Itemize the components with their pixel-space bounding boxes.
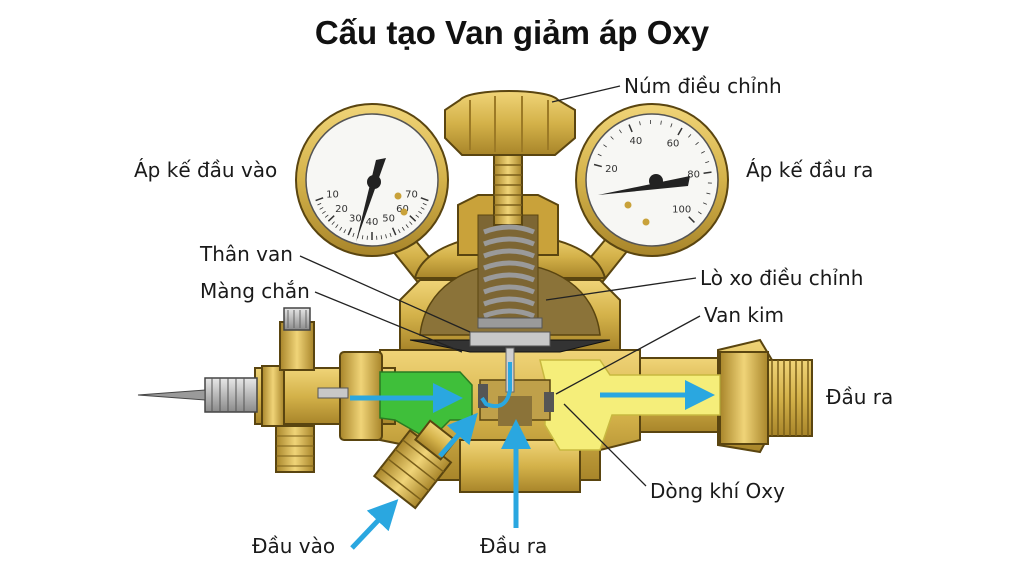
inlet-gauge-tick-label: 30: [349, 214, 362, 225]
outlet-gauge-tick-mark: [688, 216, 695, 223]
inlet-gauge-tick-mark: [343, 229, 347, 234]
inlet-gauge-tick-mark: [405, 224, 409, 228]
label-adjust-spring: Lò xo điều chỉnh: [700, 266, 864, 290]
outlet-gauge-tick-label: 100: [672, 205, 691, 216]
outlet-gauge-tick-mark: [703, 171, 712, 174]
oxygen-flow-arrows: [350, 380, 715, 550]
outlet-gauge-tick-mark: [688, 134, 692, 138]
inlet-gauge-tick-mark: [324, 214, 329, 218]
outlet-gauge-tick-mark: [695, 141, 699, 146]
inlet-gauge-tick-mark: [420, 197, 429, 202]
outlet-gauge-tick-mark: [701, 151, 705, 154]
inlet-gauge-tick-mark: [319, 207, 324, 210]
outlet-gauge-tick-label: 60: [667, 139, 680, 150]
inlet-gauge-tick-mark: [327, 215, 335, 222]
label-outlet-gauge: Áp kế đầu ra: [746, 158, 874, 182]
needle-flow-path: [480, 362, 512, 409]
inlet-gauge-tick-mark: [361, 235, 364, 240]
outlet-gauge-tick-mark: [628, 124, 633, 133]
inlet-gauge-tick-mark: [352, 232, 355, 237]
inlet-gauge-tick-label: 40: [366, 217, 379, 228]
outlet-gauge-tick-mark: [697, 211, 702, 215]
label-adjust-knob: Núm điều chỉnh: [624, 74, 782, 98]
outlet-gauge-tick-mark: [705, 161, 710, 164]
inlet-gauge-tick-mark: [401, 226, 405, 231]
inlet-gauge-tick-mark: [409, 221, 413, 225]
label-diaphragm: Màng chắn: [200, 279, 310, 303]
inlet-gauge-tick-mark: [420, 207, 425, 210]
inlet-gauge-tick-mark: [335, 224, 339, 228]
outlet-gauge: 20 40 60 80 100: [575, 103, 729, 257]
label-valve-body: Thân van: [200, 242, 293, 266]
inlet-gauge-tick-mark: [389, 232, 392, 237]
valve-seat: [478, 347, 554, 426]
outlet-gauge-needle: [598, 176, 690, 195]
leader-lines: [299, 85, 701, 487]
label-oxygen-flow: Dòng khí Oxy: [650, 479, 785, 503]
inlet-gauge-tick-mark: [339, 226, 343, 231]
inlet-gauge: 10203040506070: [295, 103, 449, 257]
inlet-gauge-tick-label: 10: [326, 189, 339, 200]
inlet-fitting: [137, 307, 349, 473]
inlet-gauge-tick-label: 20: [335, 204, 348, 215]
outlet-gauge-tick-label: 40: [630, 136, 643, 147]
inlet-gauge-tick-mark: [347, 227, 353, 236]
inlet-gauge-tick-mark: [317, 203, 322, 206]
inlet-gauge-tick-mark: [315, 197, 324, 202]
label-inlet: Đầu vào: [252, 534, 336, 558]
outlet-gauge-tick-mark: [706, 192, 711, 195]
inlet-gauge-tick-mark: [422, 203, 427, 206]
label-inlet-gauge: Áp kế đầu vào: [134, 158, 278, 182]
inlet-gauge-tick-mark: [397, 229, 401, 234]
label-needle-valve: Van kim: [704, 303, 785, 327]
outlet-gauge-tick-mark: [610, 136, 614, 140]
outlet-gauge-tick-mark: [702, 202, 707, 205]
inlet-gauge-tick-mark: [418, 210, 422, 214]
inlet-gauge-tick-label: 70: [405, 189, 418, 200]
diagram-title: Cấu tạo Van giảm áp Oxy: [314, 14, 710, 51]
outlet-gauge-tick-mark: [660, 120, 662, 125]
label-outlet-right: Đầu ra: [826, 385, 894, 409]
outlet-gauge-tick-mark: [670, 123, 673, 128]
outlet-gauge-tick-mark: [603, 144, 607, 148]
outlet-gauge-ticks: 20 40 60 80 100: [593, 120, 712, 223]
inlet-gauge-tick-mark: [322, 210, 326, 214]
outlet-gauge-tick-mark: [639, 121, 641, 126]
inlet-gauge-tick-mark: [415, 214, 420, 218]
label-outlet-bottom: Đầu ra: [480, 534, 548, 558]
outlet-gauge-tick-mark: [597, 153, 602, 157]
outlet-gauge-tick-mark: [677, 127, 683, 136]
inlet-gauge-tick-mark: [391, 227, 397, 236]
inlet-gauge-tick-mark: [385, 234, 387, 239]
outlet-gauge-tick-label: 20: [605, 164, 618, 175]
inlet-gauge-tick-mark: [409, 215, 417, 222]
inlet-gauge-tick-mark: [380, 235, 383, 240]
outlet-gauge-tick-label: 80: [687, 170, 700, 181]
outlet-gauge-tick-mark: [593, 163, 602, 168]
outlet-gauge-tick-mark: [618, 129, 622, 134]
inlet-gauge-tick-label: 50: [382, 214, 395, 225]
inlet-gauge-tick-mark: [331, 221, 335, 225]
